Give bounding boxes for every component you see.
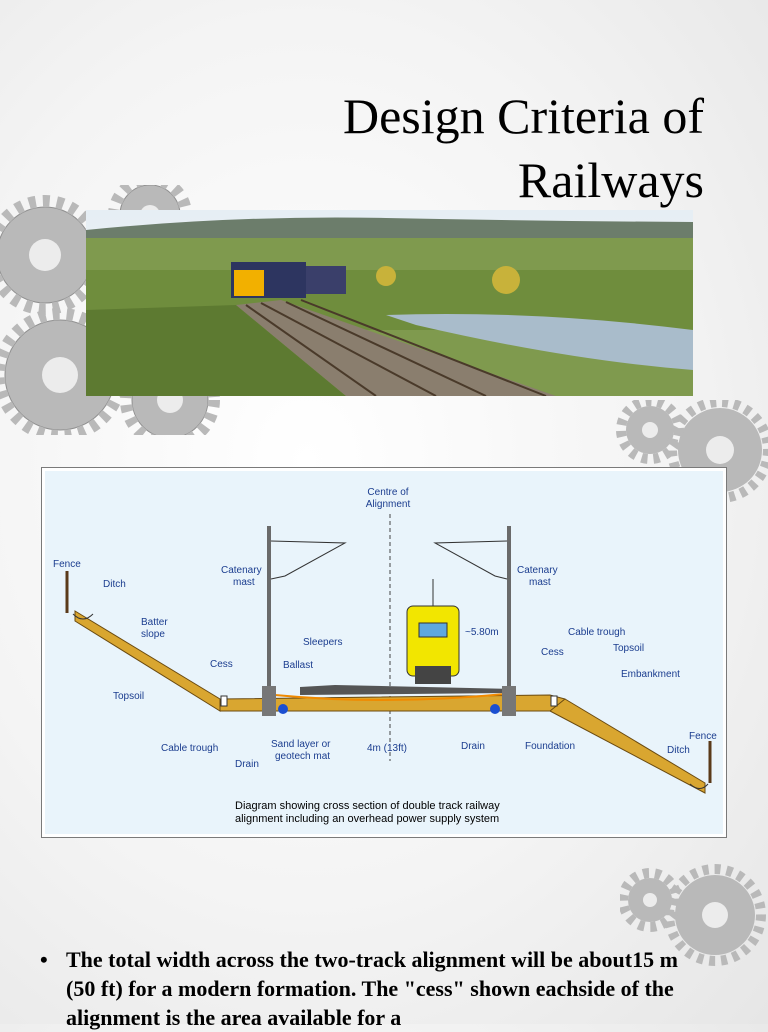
label-sand: Sand layer or	[271, 739, 331, 750]
label-foundation: Foundation	[525, 741, 575, 752]
label-drain-right: Drain	[461, 741, 485, 752]
label-mast-right: mast	[529, 577, 551, 588]
label-fence-left: Fence	[53, 559, 81, 570]
label-topsoil-left: Topsoil	[113, 691, 144, 702]
label-cable-trough-left: Cable trough	[161, 743, 218, 754]
label-batter: Batter	[141, 617, 168, 628]
label-height: ~5.80m	[465, 627, 499, 638]
label-width: 4m (13ft)	[367, 743, 407, 754]
diagram-caption-line-2: alignment including an overhead power su…	[235, 813, 499, 825]
label-mast-left: mast	[233, 577, 255, 588]
slide-title: Design Criteria of Railways	[342, 88, 704, 208]
label-cess-left: Cess	[210, 659, 233, 670]
label-ditch-right: Ditch	[667, 745, 690, 756]
label-ballast: Ballast	[283, 660, 313, 671]
diagram-caption-line-1: Diagram showing cross section of double …	[235, 800, 500, 812]
label-cess-right: Cess	[541, 647, 564, 658]
cross-section-diagram: Centre of Alignment Fence Ditch Batter s…	[41, 467, 727, 838]
label-geotech: geotech mat	[275, 751, 330, 762]
label-embankment: Embankment	[621, 669, 680, 680]
label-centre: Centre of	[367, 487, 408, 498]
bullet-text: The total width across the two-track ali…	[66, 947, 678, 1030]
label-sleepers: Sleepers	[303, 637, 342, 648]
bullet-marker: •	[40, 947, 48, 972]
label-topsoil-right: Topsoil	[613, 643, 644, 654]
label-batter-2: slope	[141, 629, 165, 640]
label-ditch-left: Ditch	[103, 579, 126, 590]
railway-photo	[86, 210, 693, 396]
gear-cluster-right-bottom-icon	[620, 864, 766, 966]
label-drain-left: Drain	[235, 759, 259, 770]
label-catenary-left: Catenary	[221, 565, 262, 576]
label-fence-right: Fence	[689, 731, 717, 742]
label-centre-2: Alignment	[366, 499, 411, 510]
label-cable-trough-right: Cable trough	[568, 627, 625, 638]
label-catenary-right: Catenary	[517, 565, 558, 576]
